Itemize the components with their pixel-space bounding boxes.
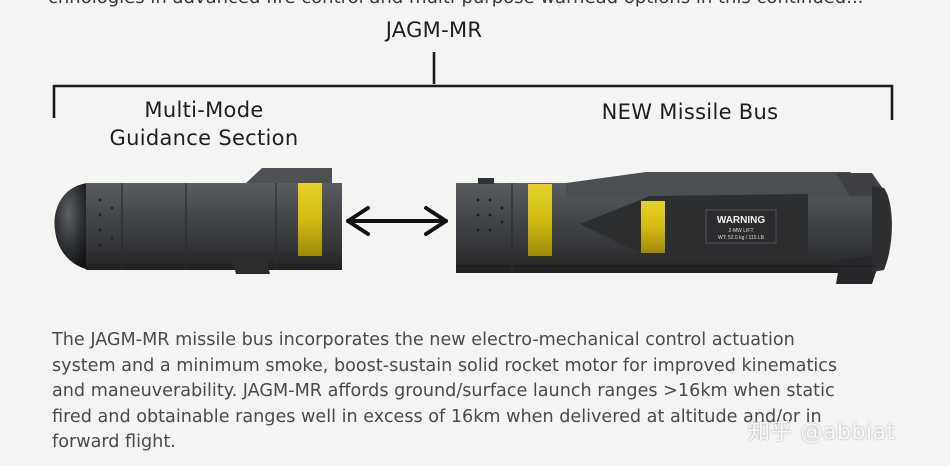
guidance-dome	[54, 183, 90, 270]
description-line: and maneuverability. JAGM-MR affords gro…	[52, 381, 835, 401]
rivet	[488, 228, 492, 232]
warning-placard-line1: 2-MW LIFT	[729, 228, 754, 234]
description-paragraph: The JAGM-MR missile bus incorporates the…	[52, 328, 912, 456]
rivet	[500, 220, 504, 224]
cut-off-header-text: chnologies in advanced fire control and …	[48, 0, 948, 8]
description-line: fired and obtainable ranges well in exce…	[52, 406, 822, 427]
rivet	[98, 228, 102, 232]
rivet	[488, 198, 492, 202]
missile-bus-section: WARNING 2-MW LIFT WT: 52.0 kg / 115 LB	[456, 172, 892, 284]
diagram-title: JAGM-MR	[385, 18, 483, 42]
bus-tail-fin-bottom	[836, 254, 882, 284]
guidance-section	[54, 168, 342, 274]
guidance-section-label: Multi-Mode Guidance Section	[90, 96, 318, 152]
rivet	[500, 206, 504, 210]
rivet	[476, 228, 480, 232]
rivet	[110, 206, 114, 210]
guidance-top-fin	[246, 168, 332, 183]
description-line: forward flight.	[52, 432, 176, 452]
warning-placard	[705, 209, 777, 244]
bus-tail-end	[872, 186, 892, 272]
description-line: system and a minimum smoke, boost-sustai…	[52, 355, 838, 376]
guidance-label-line2: Guidance Section	[109, 126, 299, 150]
bus-top-bracket	[478, 178, 494, 184]
rivet	[476, 198, 480, 202]
rivet	[488, 213, 492, 217]
missile-bus-label: NEW Missile Bus	[601, 100, 779, 124]
bus-small-yellow-band	[641, 201, 665, 253]
guidance-label-line1: Multi-Mode	[144, 98, 264, 122]
double-arrow	[346, 206, 448, 236]
rivet	[476, 213, 480, 217]
guidance-bottom-fin	[232, 258, 270, 274]
warning-placard-line2: WT: 52.0 kg / 115 LB	[718, 235, 765, 241]
rivet	[110, 236, 114, 240]
guidance-yellow-band	[298, 183, 322, 256]
bus-yellow-band	[528, 184, 552, 256]
rivet	[98, 213, 102, 217]
description-line: The JAGM-MR missile bus incorporates the…	[52, 330, 795, 350]
rivet	[98, 198, 102, 202]
warning-placard-title: WARNING	[717, 215, 766, 226]
bus-top-cover	[566, 172, 876, 198]
rivet	[98, 243, 102, 247]
watermark: 知乎 @abbiat	[748, 420, 896, 445]
